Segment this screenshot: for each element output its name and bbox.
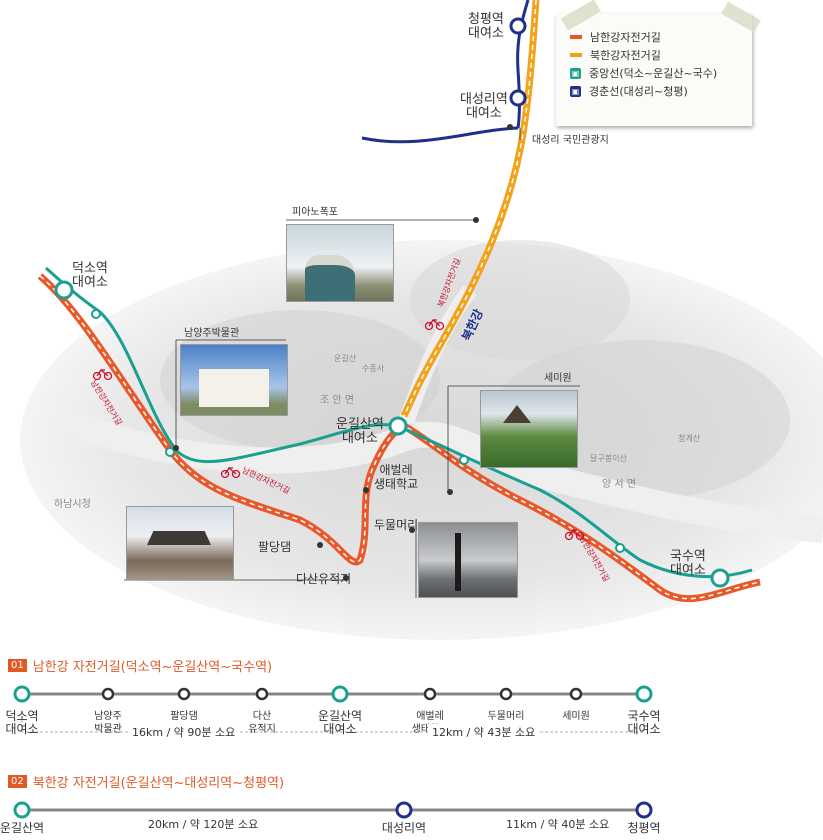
dasan-dot [343, 575, 349, 581]
route1-stop-marker [423, 687, 437, 701]
dasan-photo [126, 506, 234, 580]
legend-gyeongchun: ▣경춘선(대성리~청평) [570, 85, 688, 98]
dumulmeori-label: 두물머리 [374, 518, 419, 532]
legend-south: 남한강자전거길 [570, 28, 752, 46]
route1-header: 01 남한강 자전거길(덕소역~운길산역~국수역) [8, 656, 272, 675]
semiwon-photo [480, 390, 578, 468]
route2-duration-1: 20km / 약 120분 소요 [144, 816, 263, 832]
route1-stop-label: 두물머리 [487, 711, 525, 722]
gyeongchun-line [516, 0, 530, 129]
ungilsan-station-icon [388, 416, 408, 436]
bg-cheonggye: 청계산 [678, 434, 701, 443]
route2-header: 02 북한강 자전거길(운길산역~대성리역~청평역) [8, 772, 284, 791]
daeseongri-park-dot [507, 124, 513, 130]
bike-icons [92, 319, 585, 541]
route1-title: 남한강 자전거길(덕소역~운길산역~국수역) [32, 660, 273, 675]
route2-number: 02 [8, 775, 27, 788]
cheongpyeong-station-icon [509, 17, 527, 35]
route1-stop-marker [13, 685, 31, 703]
piano-falls-dot [473, 217, 479, 223]
route2-stop-label: 대성리역 [381, 821, 427, 835]
piano-falls-photo [286, 224, 394, 302]
dasan-label: 다산유적지 [296, 572, 352, 586]
route1-stop-marker [569, 687, 583, 701]
route2-diagram [13, 801, 653, 819]
guksu-station-icon [710, 568, 730, 588]
train-icon: ▣ [570, 67, 581, 79]
bg-joan: 조 안 면 [320, 395, 354, 406]
museum-photo [180, 344, 288, 416]
deokso-station-icon [54, 280, 74, 300]
dumulmeori-dot [409, 527, 415, 533]
route1-stop-marker [255, 687, 269, 701]
paldang-dot [317, 542, 323, 548]
route1-stop-marker [499, 687, 513, 701]
south-swatch [570, 35, 582, 39]
route2-stop-label: 청평역 [627, 821, 661, 835]
legend-north: 북한강자전거길 [570, 46, 752, 64]
aebeolle-dot [363, 487, 369, 493]
route1-duration-1: 16km / 약 90분 소요 [128, 724, 240, 740]
semiwon-dot [447, 489, 453, 495]
route1-stop-label: 세미원 [562, 711, 590, 722]
route1-stop-marker [177, 687, 191, 701]
legend-jungang: ▣중앙선(덕소~운길산~국수) [570, 67, 718, 80]
daeseongri-park-label: 대성리 국민관광지 [532, 135, 609, 146]
route1-duration-2: 12km / 약 43분 소요 [428, 724, 540, 740]
dumulmeori-photo [418, 522, 518, 598]
route1-stop-label: 팔당댐 [170, 711, 198, 722]
route1-stop-marker [635, 685, 653, 703]
bg-hanam: 하남시청 [54, 499, 91, 510]
route1-number: 01 [8, 659, 27, 672]
train-icon: ▣ [570, 85, 581, 97]
route2-stop-marker [635, 801, 653, 819]
paldang-label: 팔당댐 [258, 540, 292, 554]
map-legend: 남한강자전거길 북한강자전거길 ▣중앙선(덕소~운길산~국수) ▣경춘선(대성리… [556, 0, 761, 126]
jungang-line [44, 266, 753, 578]
semiwon-label: 세미원 [544, 373, 572, 384]
museum-label: 남양주박물관 [184, 328, 240, 339]
route2-stop-label: 운길산역 [0, 821, 45, 835]
route2-stop-marker [395, 801, 413, 819]
route2-duration-2: 11km / 약 40분 소요 [502, 816, 614, 832]
route2-title: 북한강 자전거길(운길산역~대성리역~청평역) [32, 776, 285, 791]
bg-dalgu: 달구봉이산 [590, 454, 627, 463]
museum-dot [173, 445, 179, 451]
bg-ungilsan: 운길산 [334, 354, 357, 363]
piano-falls-label: 피아노폭포 [292, 207, 338, 218]
route2-stop-marker [13, 801, 31, 819]
daeseongri-station-icon [509, 89, 527, 107]
bg-yangseo: 양 서 면 [602, 479, 636, 490]
route1-stop-marker [331, 685, 349, 703]
bg-suyangsa: 수종사 [362, 364, 385, 373]
route1-stop-marker [101, 687, 115, 701]
north-swatch [570, 53, 582, 57]
